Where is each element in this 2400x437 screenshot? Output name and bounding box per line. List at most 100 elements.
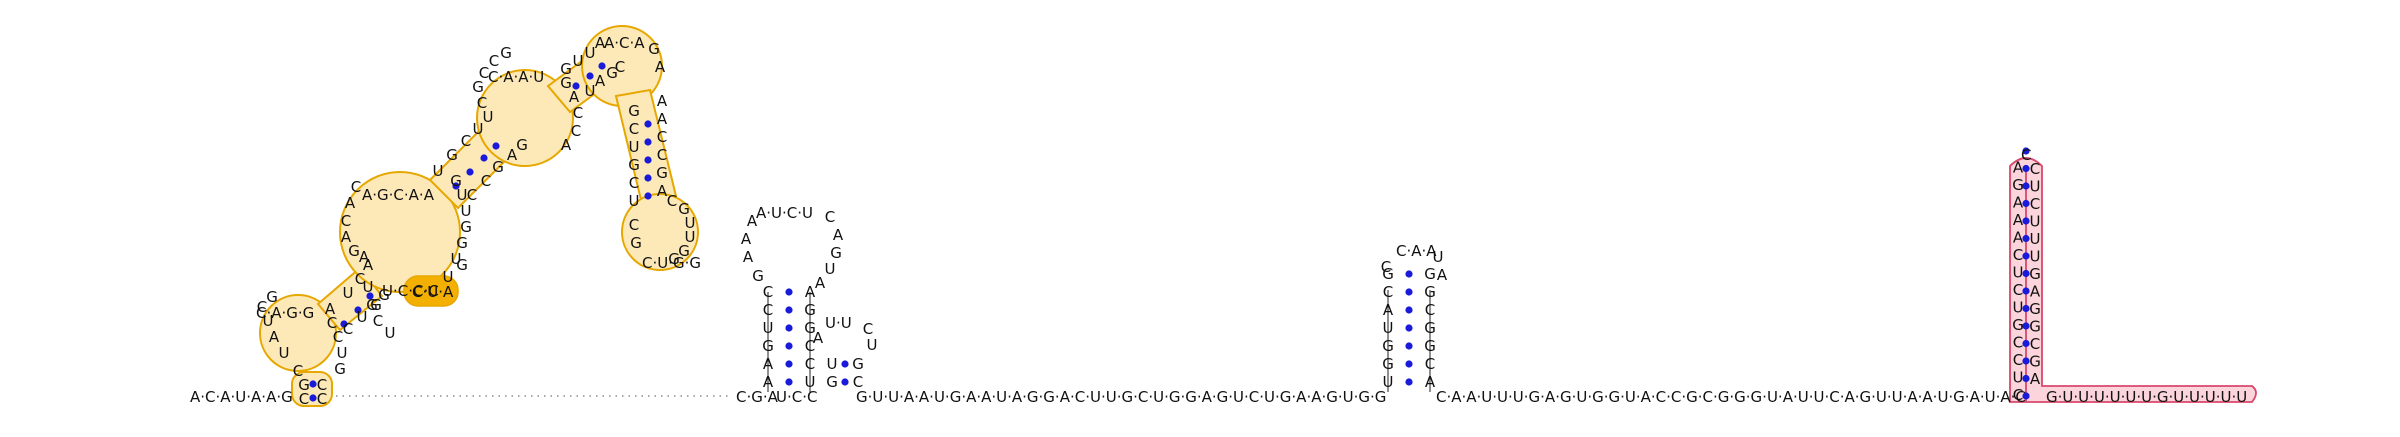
domain-side-stem-base: A <box>657 182 668 200</box>
hairpin-a-right-stem-base: C <box>805 337 815 355</box>
domain-stem-base: G <box>516 136 528 154</box>
domain-side-stem-base: G <box>628 156 640 174</box>
hairpin-b-pair-dot <box>841 378 849 386</box>
hairpin-a-right-stem-base: A <box>805 283 816 301</box>
domain-stem-base: U <box>433 162 444 180</box>
hairpin-d-left-stem-base: C <box>2013 351 2023 369</box>
hairpin-a-left-stem-base: C <box>763 301 773 319</box>
domain-pair-dot <box>366 292 374 300</box>
hairpin-d-pair-dot <box>2022 304 2030 313</box>
domain-loop-base: C <box>373 312 383 330</box>
hairpin-c-pair-dot <box>1405 342 1413 350</box>
domain-mid-loop-base: C <box>351 178 361 196</box>
hairpin-c-pair-dot <box>1405 306 1413 314</box>
domain-pair-dot <box>644 156 652 164</box>
hairpin-d-left-stem-base: G <box>2012 316 2024 334</box>
hairpin-b-loop-base: U <box>867 336 878 354</box>
domain-outer-loop-base: U <box>279 344 290 362</box>
hairpin-a-loop-base: A <box>743 248 754 266</box>
hairpin-d-left-stem-base: C <box>2013 281 2023 299</box>
hairpin-c-left-stem-base: U <box>1383 319 1394 337</box>
hairpin-a-pair-dot <box>785 378 793 386</box>
domain-stem-base: A <box>595 72 606 90</box>
hairpin-c-right-stem-base: G <box>1424 337 1436 355</box>
hairpin-d-left-stem-base: C <box>2013 334 2023 352</box>
domain-stem-base: U <box>343 284 354 302</box>
domain-mid-loop-base: A <box>341 228 352 246</box>
hairpin-d-left-stem-base: C <box>2013 386 2023 404</box>
domain-upper-loop-base: C <box>571 122 581 140</box>
hairpin-d-right-stem-base: G <box>2029 300 2041 318</box>
domain-outer-loop-base: G <box>266 288 278 306</box>
domain-mid-loop-base: A <box>359 248 370 266</box>
domain-stem-base: A <box>507 146 518 164</box>
hairpin-d-right-stem-base: A <box>2030 283 2041 301</box>
domain-pair-dot <box>572 82 580 90</box>
hairpin-d-pair-dot <box>2022 269 2030 278</box>
domain-side-stem-base: C <box>629 174 639 192</box>
hairpin-d-pair-dot <box>2022 147 2030 155</box>
hairpin-a-loop-base: C <box>825 208 835 226</box>
hairpin-d-left-stem-base: C <box>2013 246 2023 264</box>
hairpin-a-left-stem-base: C <box>763 283 773 301</box>
domain-loop-base: U <box>443 268 454 286</box>
domain-upper-loop-base: A <box>569 88 580 106</box>
domain-side-loop-base: G <box>678 242 690 260</box>
hairpin-a-left-stem-base: A <box>763 355 774 373</box>
hairpin-c-pair-dot <box>1405 378 1413 386</box>
hairpin-d-right-stem-base: U <box>2030 178 2041 196</box>
hairpin-c-right-stem-base: C <box>1425 355 1435 373</box>
domain-outer-loop-base: U <box>263 312 274 330</box>
hairpin-c-right-stem-base: G <box>1424 283 1436 301</box>
hairpin-a-right-stem-base: C <box>805 355 815 373</box>
hairpin-c-right-stem-base: A <box>1425 373 1436 391</box>
domain-pair-dot <box>644 174 652 182</box>
domain-pair-dot <box>492 142 500 150</box>
domain-stem-base: U <box>483 108 494 126</box>
hairpin-a-right-stem-base: G <box>804 319 816 337</box>
domain-stem-base: C <box>317 376 327 394</box>
hairpin-d-left-stem-base: A <box>2013 211 2024 229</box>
domain-upper-loop-base: A <box>561 136 572 154</box>
hairpin-c-right-stem-base: G <box>1424 319 1436 337</box>
hairpin-d-pair-dot <box>2022 164 2030 173</box>
hairpin-b-pair-dot <box>841 360 849 368</box>
domain-loop-base: U <box>385 324 396 342</box>
domain-side-stem-base: C <box>657 128 667 146</box>
domain-mid-loop-base: G <box>450 172 462 190</box>
hairpin-c-left-stem-base: G <box>1382 337 1394 355</box>
domain-stem-base: U <box>585 82 596 100</box>
hairpin-d-left-stem-base: A <box>2013 229 2024 247</box>
hairpin-d-top: C <box>2021 146 2031 164</box>
domain-upper-loop-base: C <box>477 94 487 112</box>
hairpin-d-pair-dot <box>2022 392 2030 400</box>
linker-sequence: C·G·A <box>736 388 779 406</box>
hairpin-c-pair-dot <box>1405 324 1413 332</box>
domain-loop-base: G <box>366 296 378 314</box>
domain-stem-base: G <box>606 64 618 82</box>
hairpin-c-pair-dot <box>1405 360 1413 368</box>
hairpin-a-pair-dot <box>785 306 793 314</box>
hairpin-d-left-stem-base: U <box>2013 264 2024 282</box>
domain-mid-loop-base: U <box>451 250 462 268</box>
hairpin-d-pair-dot <box>2022 217 2030 225</box>
hairpin-d-pair-dot <box>2022 287 2030 295</box>
domain-stem-base: A <box>363 256 374 274</box>
hairpin-a-left-stem-base: U <box>763 319 774 337</box>
domain-side-loop-base: C <box>667 192 677 210</box>
hairpin-d-right-stem-base: U <box>2030 248 2041 266</box>
hairpin-a-loop-base: A <box>833 226 844 244</box>
domain-side-loop-base: G <box>678 200 690 218</box>
hairpin-a-right-stem-base: G <box>804 301 816 319</box>
hairpin-d-left-stem-base: U <box>2013 299 2024 317</box>
domain-stem-base: U <box>573 52 584 70</box>
hairpin-c-pair-dot <box>1405 270 1413 278</box>
hairpin-d-pair-dot <box>2022 339 2030 348</box>
domain-stem-base: G <box>492 158 504 176</box>
domain-stem-base: U <box>357 308 368 326</box>
hairpin-d-right-stem-base: U <box>2030 230 2041 248</box>
domain-stem-base: C <box>467 186 477 204</box>
domain-outer-loop-base: A <box>269 328 280 346</box>
domain-side-stem-base: U <box>629 192 640 210</box>
